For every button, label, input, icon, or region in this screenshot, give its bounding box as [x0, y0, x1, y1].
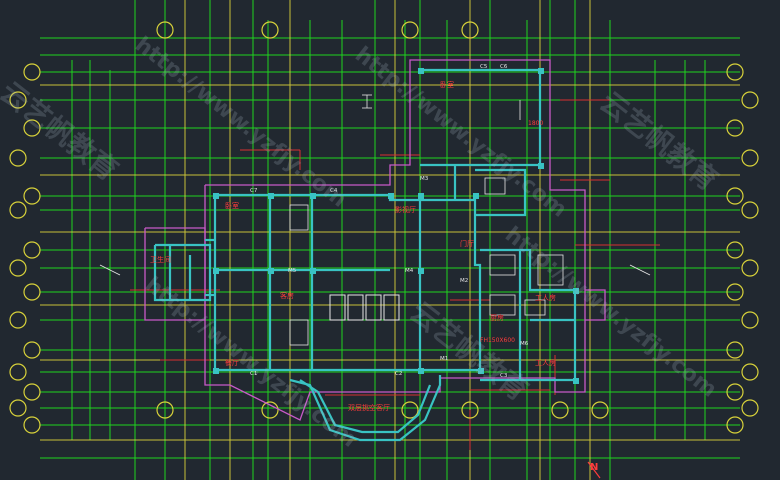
- building-outline: [144, 59, 606, 421]
- room-label-guest-room: 客房: [280, 291, 294, 300]
- dimension-labels: 1800 FH150X600: [480, 120, 543, 344]
- axis-bubble: [261, 401, 279, 419]
- axis-bubble: [726, 383, 744, 401]
- axis-bubble: [9, 259, 27, 277]
- north-arrow: N: [587, 461, 601, 479]
- code-m2: M2: [460, 278, 468, 284]
- code-m1: M1: [440, 356, 448, 362]
- code-m3: M3: [420, 176, 429, 182]
- code-c6: C6: [500, 64, 508, 70]
- axis-bubble: [23, 383, 41, 401]
- axis-bubble: [9, 311, 27, 329]
- room-label-servant-room-1: 工人房: [535, 293, 556, 302]
- walls: [153, 68, 577, 442]
- room-label-bedroom-1: 卧室: [225, 201, 239, 210]
- axis-bubble: [461, 401, 479, 419]
- axis-bubble: [401, 21, 419, 39]
- axis-bubble: [9, 363, 27, 381]
- axis-bubble: [726, 416, 744, 434]
- axis-bubble: [261, 21, 279, 39]
- dim-fh150x600: FH150X600: [480, 337, 515, 344]
- dim-1800: 1800: [528, 120, 543, 127]
- dining-table: [329, 294, 400, 321]
- axis-bubble: [23, 63, 41, 81]
- room-label-bathroom: 卫生间: [150, 255, 171, 264]
- axis-bubble: [726, 241, 744, 259]
- axis-grid: [40, 0, 740, 480]
- axis-bubble: [401, 401, 419, 419]
- axis-bubble: [9, 399, 27, 417]
- axis-bubble: [741, 363, 759, 381]
- axis-bubble: [23, 119, 41, 137]
- axis-bubble: [741, 399, 759, 417]
- code-c2: C2: [395, 371, 402, 377]
- axis-bubble: [156, 21, 174, 39]
- code-c1: C1: [250, 371, 257, 377]
- axis-bubble: [9, 149, 27, 167]
- axis-bubble: [23, 283, 41, 301]
- code-m5: M5: [288, 268, 297, 274]
- room-label-servant-room-2: 工人房: [535, 358, 556, 367]
- columns: [213, 68, 579, 384]
- axis-bubble: [23, 416, 41, 434]
- axis-bubble: [9, 201, 27, 219]
- axis-bubble: [741, 259, 759, 277]
- code-c7: C7: [250, 188, 258, 194]
- axis-bubble: [726, 63, 744, 81]
- axis-bubble: [726, 341, 744, 359]
- code-m6: M6: [520, 341, 529, 347]
- room-labels: 卧室 卧室 影视厅 门厅 客房 餐厅 厨房 工人房 卫生间 双层挑空客厅 工人房: [150, 80, 556, 412]
- axis-bubble: [23, 341, 41, 359]
- code-c5: C5: [480, 64, 488, 70]
- door-codes: M3 M4 M5 M2 M1 M6: [288, 176, 529, 362]
- room-label-bedroom-2: 卧室: [440, 80, 454, 89]
- axis-bubble: [726, 187, 744, 205]
- axis-bubble: [461, 21, 479, 39]
- room-label-foyer: 门厅: [460, 239, 474, 248]
- north-label: N: [590, 462, 598, 473]
- room-label-kitchen: 厨房: [490, 313, 504, 322]
- code-m4: M4: [405, 268, 414, 274]
- axis-bubbles: [9, 21, 759, 434]
- axis-bubble: [23, 187, 41, 205]
- axis-bubble: [23, 241, 41, 259]
- axis-bubble: [741, 149, 759, 167]
- axis-bubble: [741, 201, 759, 219]
- axis-bubble: [741, 311, 759, 329]
- window-codes: C5 C6 C4 C7 C2 C1 C3: [250, 64, 508, 379]
- axis-bubble: [9, 91, 27, 109]
- axis-bubble: [741, 91, 759, 109]
- room-label-media-room: 影视厅: [395, 205, 416, 214]
- fixtures: [99, 94, 651, 346]
- room-label-double-height-living: 双层挑空客厅: [348, 403, 390, 412]
- code-c3: C3: [500, 373, 508, 379]
- axis-bubble: [726, 283, 744, 301]
- room-label-dining: 餐厅: [225, 358, 239, 367]
- axis-bubble: [156, 401, 174, 419]
- axis-bubble: [726, 119, 744, 137]
- axis-bubble: [551, 401, 569, 419]
- code-c4: C4: [330, 188, 338, 194]
- axis-bubble: [591, 401, 609, 419]
